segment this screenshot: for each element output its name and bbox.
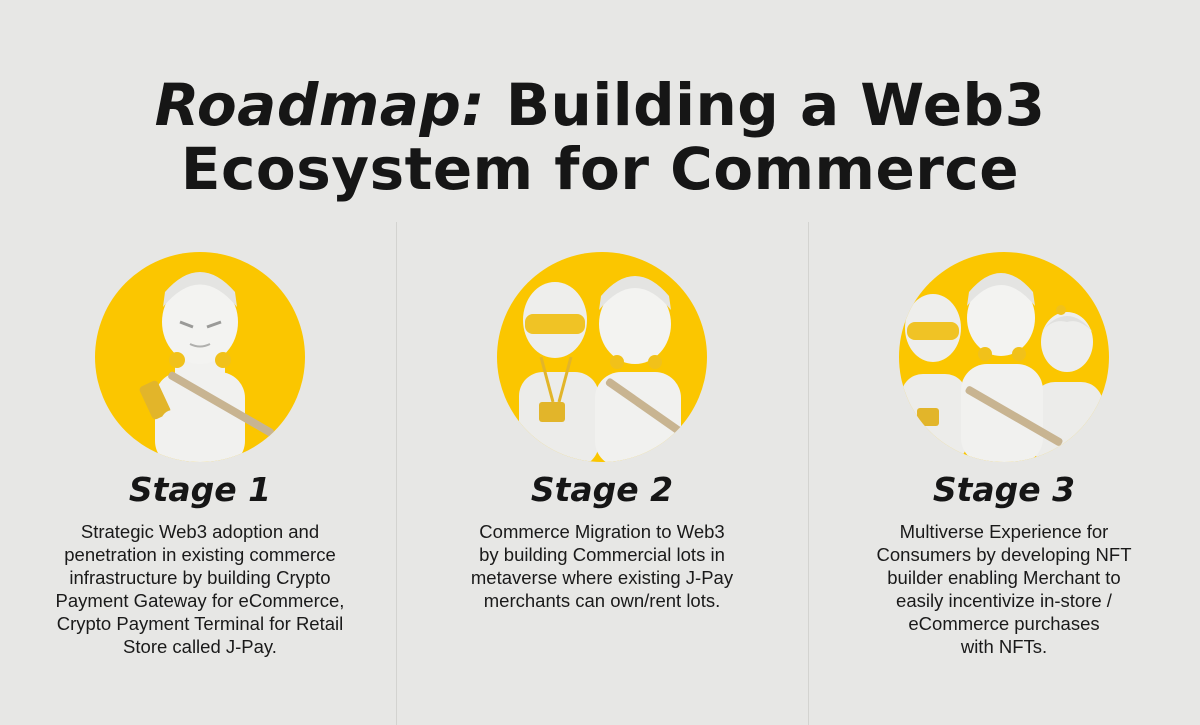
column-divider — [396, 222, 397, 725]
page-title: Roadmap: Building a Web3 Ecosystem for C… — [0, 73, 1200, 201]
title-line-2: Ecosystem for Commerce — [180, 134, 1020, 203]
two-characters-figure-icon — [519, 276, 699, 462]
stage-column-1: Stage 1 Strategic Web3 adoption and pene… — [0, 230, 400, 725]
stage-3-illustration — [899, 252, 1109, 462]
title-rest: Building a Web3 — [485, 70, 1046, 139]
stage-3-description: Multiverse Experience for Consumers by d… — [876, 521, 1132, 657]
stage-column-2: Stage 2 Commerce Migration to Web3 by bu… — [402, 230, 802, 725]
stage-2-heading: Stage 2 — [530, 470, 674, 509]
guitarist-figure-icon — [139, 272, 274, 462]
column-divider — [808, 222, 809, 725]
stage-2-description: Commerce Migration to Web3 by building C… — [470, 521, 734, 611]
stage-3-heading: Stage 3 — [932, 470, 1076, 509]
stage-1-description: Strategic Web3 adoption and penetration … — [55, 521, 345, 657]
stage-2-illustration — [497, 252, 707, 462]
stage-1-illustration — [95, 252, 305, 462]
three-characters-figure-icon — [901, 273, 1103, 462]
title-line-1: Roadmap: Building a Web3 — [0, 73, 1200, 137]
stage-column-3: Stage 3 Multiverse Experience for Consum… — [804, 230, 1200, 725]
title-emphasis: Roadmap: — [154, 70, 486, 139]
stage-1-heading: Stage 1 — [128, 470, 272, 509]
